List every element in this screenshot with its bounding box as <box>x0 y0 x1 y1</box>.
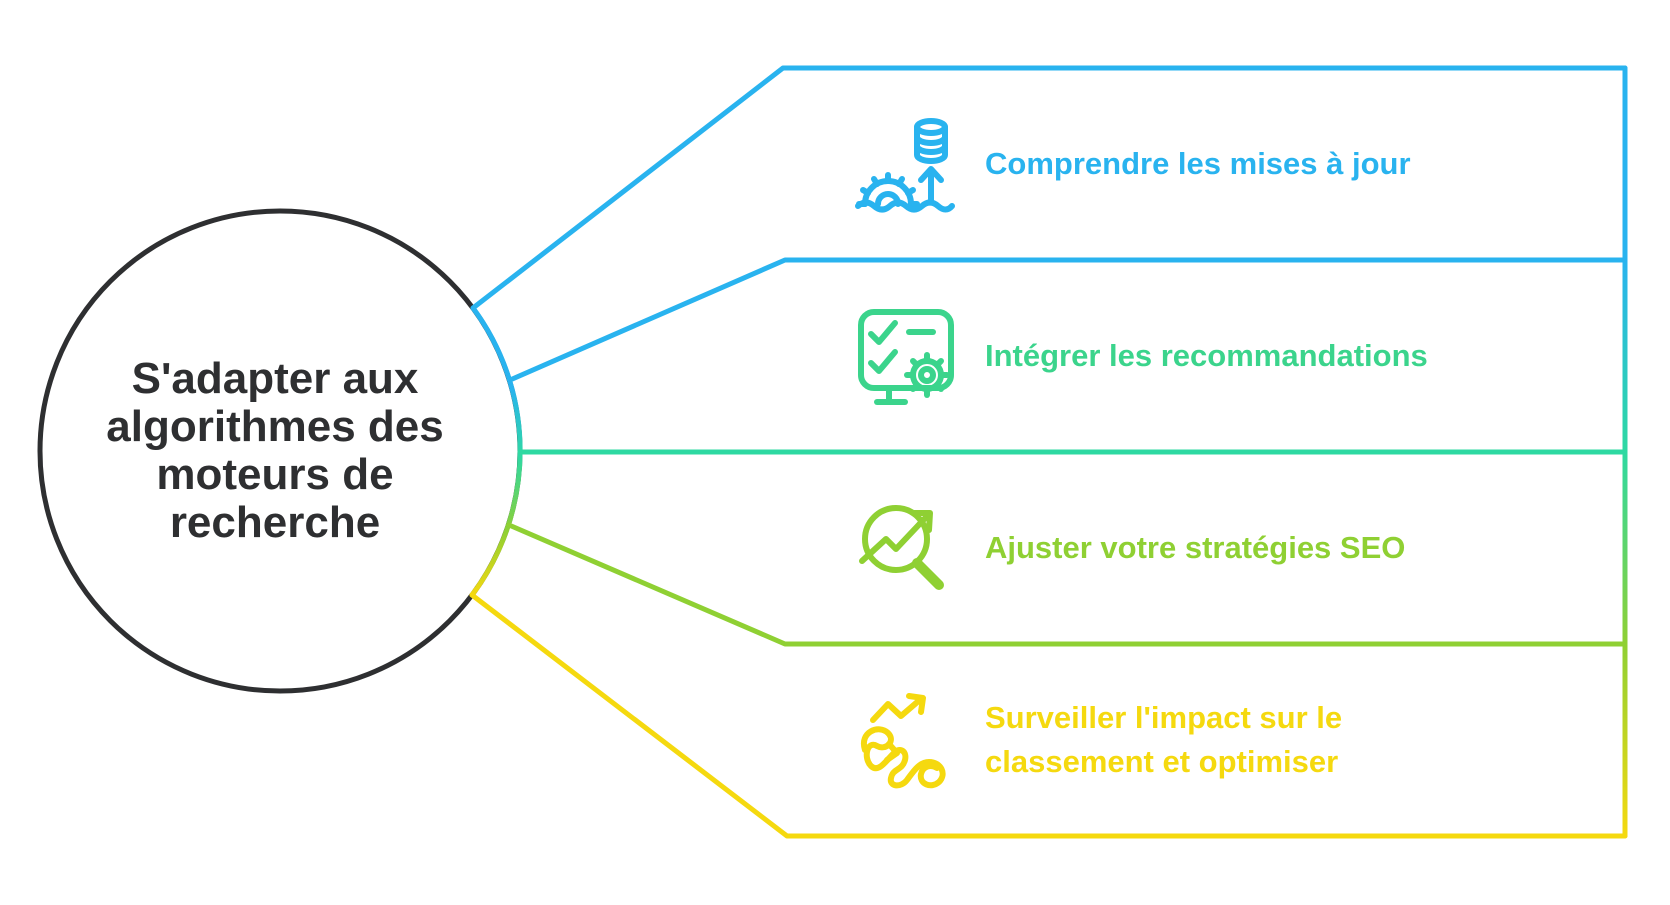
item-label-comprendre: Comprendre les mises à jour <box>985 146 1411 181</box>
checklist-screen-gear-icon <box>858 309 954 405</box>
item-row-integrer: Intégrer les recommandations <box>855 306 1428 406</box>
band1-band2-divider <box>507 257 1628 383</box>
magnifier-trend-arrow-icon <box>859 505 944 590</box>
database-update-gear-icon <box>855 118 955 213</box>
band4-bottom-edge <box>469 592 1628 839</box>
band3-band4-divider <box>506 522 1628 647</box>
item-row-ajuster: Ajuster votre stratégies SEO <box>855 498 1405 598</box>
center-topic-label: S'adapter aux algorithmes des moteurs de… <box>106 354 444 547</box>
tangled-path-growth-arrow-icon <box>860 693 946 789</box>
band1-top-edge <box>470 65 1628 311</box>
item-label-integrer: Intégrer les recommandations <box>985 338 1428 373</box>
center-circle-gradient-arc <box>469 305 523 598</box>
item-label-ajuster: Ajuster votre stratégies SEO <box>985 530 1406 565</box>
item-row-surveiller: Surveiller l'impact sur le classement et… <box>855 690 1435 790</box>
item-row-comprendre: Comprendre les mises à jour <box>855 114 1411 214</box>
item-label-surveiller: Surveiller l'impact sur le classement et… <box>985 700 1343 779</box>
